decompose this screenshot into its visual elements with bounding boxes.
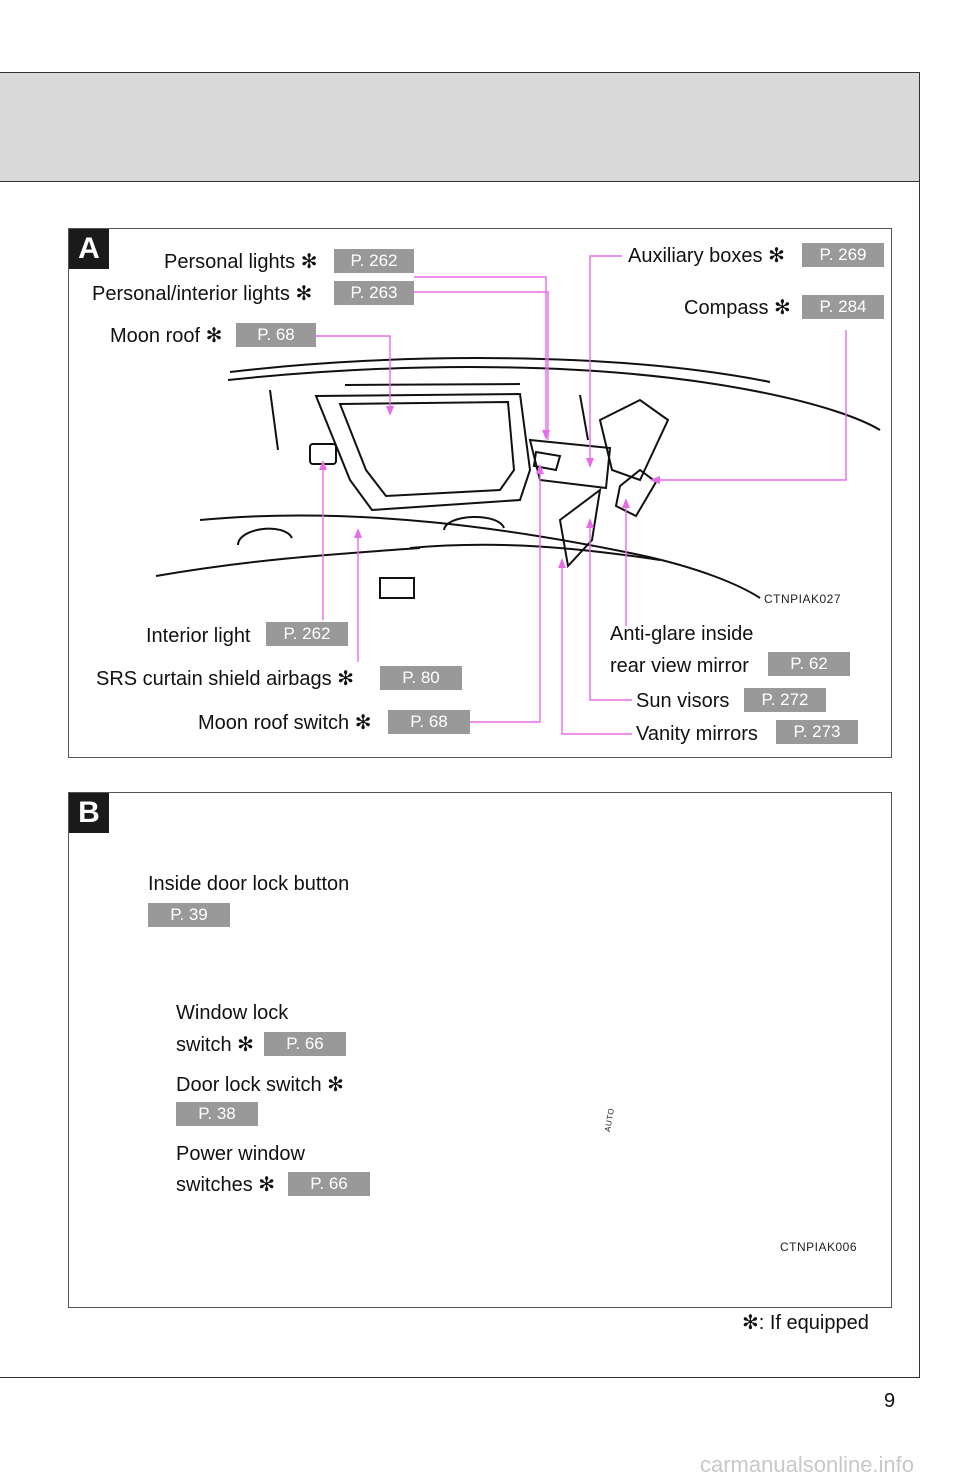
ceiling-illustration — [155, 357, 881, 599]
if-equipped-icon: ✻ — [768, 245, 785, 267]
moon-roof-page-badge[interactable]: P. 68 — [236, 323, 316, 347]
power-window-label-line2: switches ✻ — [176, 1173, 275, 1197]
personal-interior-lights-text: Personal/interior lights — [92, 283, 290, 305]
inside-door-lock-label: Inside door lock button — [148, 873, 350, 895]
moon-roof-text: Moon roof — [110, 325, 201, 347]
interior-light-label: Interior light — [146, 625, 251, 647]
power-window-text: switches — [176, 1174, 253, 1196]
panel-b: B — [68, 792, 892, 1308]
anti-glare-label-line2: rear view mirror — [610, 655, 749, 677]
personal-interior-lights-page-badge[interactable]: P. 263 — [334, 281, 414, 305]
personal-lights-label: Personal lights ✻ — [164, 250, 318, 274]
panel-b-tag: B — [69, 793, 109, 833]
page-number: 9 — [884, 1390, 896, 1412]
if-equipped-icon: ✻ — [742, 1312, 759, 1334]
auxiliary-boxes-text: Auxiliary boxes — [628, 245, 763, 267]
footnote-text: : If equipped — [758, 1312, 869, 1334]
panel-a-image-code: CTNPIAK027 — [764, 592, 842, 606]
compass-text: Compass — [684, 297, 769, 319]
window-lock-label-line2: switch ✻ — [176, 1033, 254, 1057]
if-equipped-icon: ✻ — [205, 325, 223, 347]
srs-airbags-page-badge[interactable]: P. 80 — [380, 666, 462, 690]
sun-visors-page-badge[interactable]: P. 272 — [744, 688, 826, 712]
power-window-page-badge[interactable]: P. 66 — [288, 1172, 370, 1196]
inside-door-lock-page-badge[interactable]: P. 39 — [148, 903, 230, 927]
vanity-mirrors-page-badge[interactable]: P. 273 — [776, 720, 858, 744]
door-lock-switch-label: Door lock switch ✻ — [176, 1073, 344, 1097]
personal-interior-lights-label: Personal/interior lights ✻ — [92, 282, 312, 306]
power-window-label-line1: Power window — [176, 1143, 305, 1165]
anti-glare-label-line1: Anti-glare inside — [610, 623, 754, 645]
sun-visors-label: Sun visors — [636, 690, 730, 712]
moon-roof-label: Moon roof ✻ — [110, 324, 222, 348]
moon-roof-switch-text: Moon roof switch — [198, 712, 350, 734]
vanity-mirrors-label: Vanity mirrors — [636, 723, 758, 745]
compass-label: Compass ✻ — [684, 296, 791, 320]
panel-a-tag: A — [69, 229, 109, 269]
if-equipped-icon: ✻ — [354, 712, 372, 734]
window-lock-page-badge[interactable]: P. 66 — [264, 1032, 346, 1056]
if-equipped-icon: ✻ — [327, 1074, 344, 1096]
if-equipped-icon: ✻ — [337, 668, 355, 690]
if-equipped-icon: ✻ — [237, 1034, 254, 1056]
header-band — [0, 72, 920, 182]
watermark: carmanualsonline.info — [700, 1452, 915, 1477]
srs-airbags-label: SRS curtain shield airbags ✻ — [96, 667, 354, 691]
personal-lights-text: Personal lights — [164, 251, 296, 273]
door-lock-switch-text: Door lock switch — [176, 1074, 322, 1096]
moon-roof-switch-label: Moon roof switch ✻ — [198, 711, 372, 735]
door-lock-switch-page-badge[interactable]: P. 38 — [176, 1102, 258, 1126]
anti-glare-page-badge[interactable]: P. 62 — [768, 652, 850, 676]
if-equipped-icon: ✻ — [300, 251, 318, 273]
compass-page-badge[interactable]: P. 284 — [802, 295, 884, 319]
auxiliary-boxes-page-badge[interactable]: P. 269 — [802, 243, 884, 267]
window-lock-label-line1: Window lock — [176, 1002, 289, 1024]
personal-lights-page-badge[interactable]: P. 262 — [334, 249, 414, 273]
interior-light-page-badge[interactable]: P. 262 — [266, 622, 348, 646]
if-equipped-icon: ✻ — [258, 1174, 276, 1196]
srs-airbags-text: SRS curtain shield airbags — [96, 668, 332, 690]
panel-b-image-code: CTNPIAK006 — [780, 1240, 858, 1254]
window-lock-text: switch — [176, 1034, 232, 1056]
auxiliary-boxes-label: Auxiliary boxes ✻ — [628, 244, 785, 268]
if-equipped-icon: ✻ — [295, 283, 313, 305]
panel-a: A — [68, 228, 892, 758]
if-equipped-icon: ✻ — [774, 297, 791, 319]
moon-roof-switch-page-badge[interactable]: P. 68 — [388, 710, 470, 734]
footnote: ✻: If equipped — [742, 1310, 869, 1335]
